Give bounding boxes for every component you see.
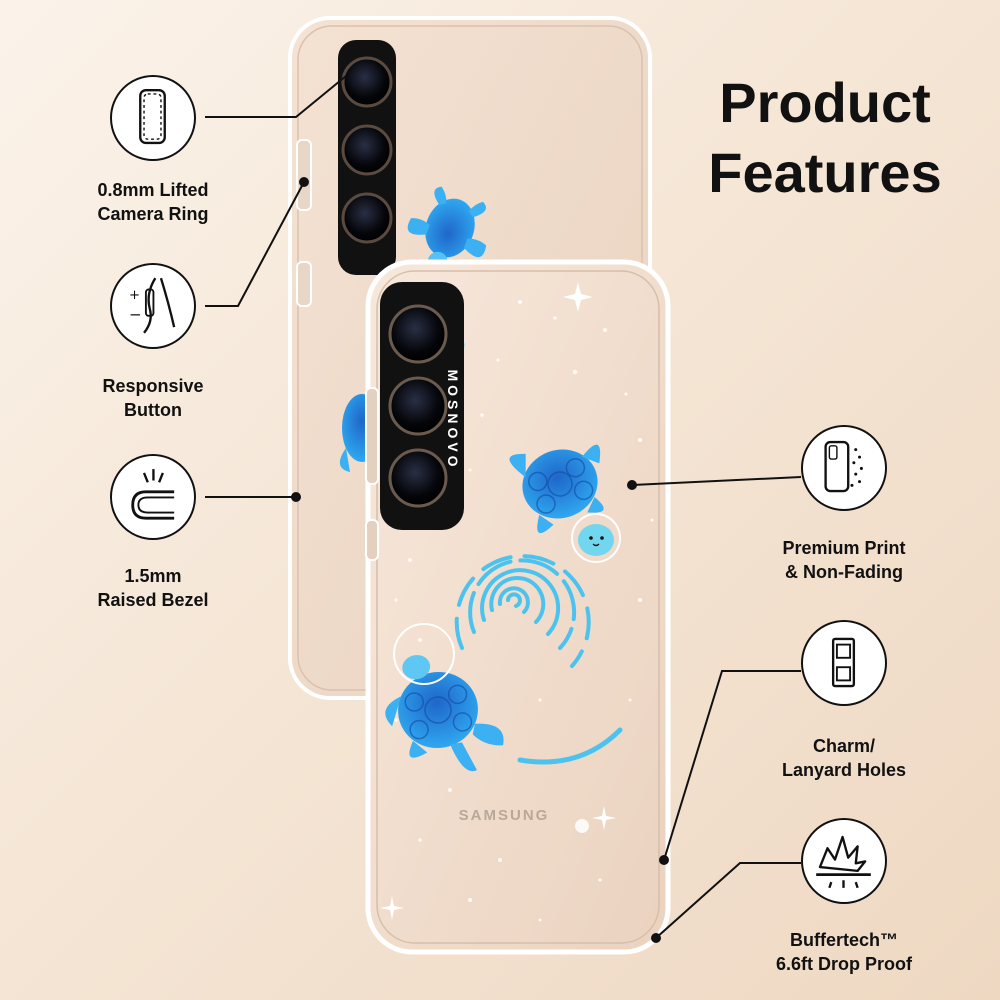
feature-drop-line1: Buffertech™ (789, 930, 898, 950)
turtle-illustration (509, 444, 604, 534)
feature-camera-ring: 0.8mm Lifted Camera Ring (53, 178, 253, 226)
feature-print-line2: & Non-Fading (785, 562, 903, 582)
feature-bezel: 1.5mm Raised Bezel (53, 564, 253, 612)
print-icon (801, 425, 887, 511)
feature-bezel-line1: 1.5mm (124, 566, 182, 586)
front-side-button (365, 519, 379, 561)
feature-print-line1: Premium Print (782, 538, 906, 558)
title-line-1: Product (719, 71, 931, 134)
lanyard-holes-icon (801, 620, 887, 706)
button-icon: +− (110, 263, 196, 349)
front-phone-case: MOSNOVO (365, 259, 671, 955)
front-side-button (365, 387, 379, 485)
feature-holes-line1: Charm/ (812, 736, 875, 756)
title-line-2: Features (708, 141, 942, 204)
feature-button-line2: Button (124, 400, 182, 420)
phone-brand: SAMSUNG (459, 807, 550, 824)
svg-text:−: − (129, 306, 142, 324)
feature-print: Premium Print & Non-Fading (744, 536, 944, 584)
feature-button-line1: Responsive (102, 376, 204, 396)
feature-button: Responsive Button (53, 374, 253, 422)
camera-ring-icon (110, 75, 196, 161)
feature-holes-line2: Lanyard Holes (781, 760, 907, 780)
page-title: Product Features (660, 68, 990, 208)
back-side-button (296, 139, 312, 211)
swirl-graphic (454, 554, 623, 765)
feature-bezel-line2: Raised Bezel (97, 590, 209, 610)
bezel-icon (110, 454, 196, 540)
shock-icon (801, 818, 887, 904)
feature-drop-line2: 6.6ft Drop Proof (775, 954, 912, 974)
camera-ring-brand: MOSNOVO (445, 369, 461, 470)
svg-text:+: + (129, 288, 140, 303)
turtle-illustration (385, 655, 504, 772)
back-side-button (296, 261, 312, 307)
feature-drop: Buffertech™ 6.6ft Drop Proof (744, 928, 944, 976)
feature-camera-ring-line1: 0.8mm Lifted (97, 180, 209, 200)
callout-lines (205, 75, 802, 943)
feature-holes: Charm/ Lanyard Holes (744, 734, 944, 782)
feature-camera-ring-line2: Camera Ring (97, 204, 209, 224)
